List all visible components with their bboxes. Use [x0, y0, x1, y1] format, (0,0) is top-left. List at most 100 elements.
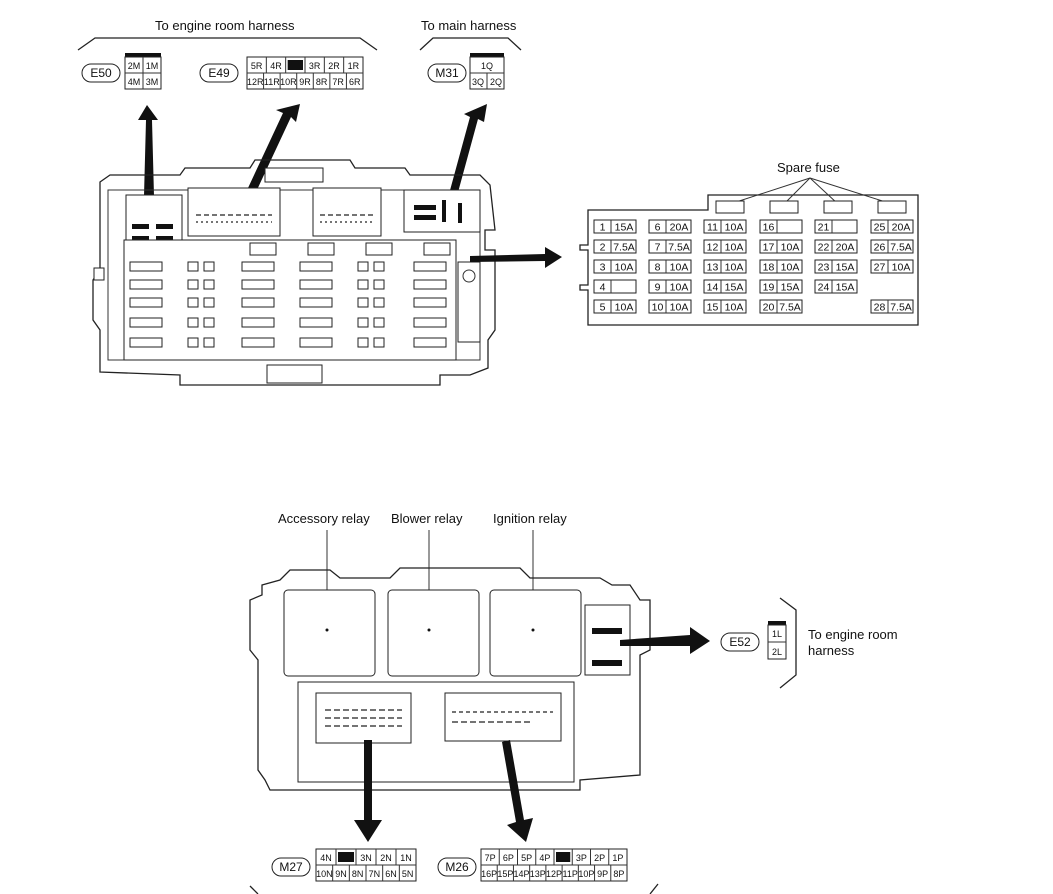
fuse-socket — [299, 317, 333, 328]
fuse-socket — [357, 279, 369, 290]
m27-blank — [338, 852, 354, 862]
fuse-slot — [648, 219, 692, 234]
fuse-rating: 20A — [670, 222, 689, 234]
fuse-slot — [648, 259, 692, 274]
m27-pin: 4N — [320, 853, 332, 863]
connector-M31-id: M31 — [435, 66, 459, 80]
fuse-rating: 7.5A — [779, 302, 801, 314]
fuse-socket — [373, 337, 385, 348]
connector-E49-id: E49 — [208, 66, 230, 80]
fuse-slot — [703, 279, 747, 294]
fuse-rating: 15A — [836, 282, 855, 294]
m26-pin: 13P — [530, 869, 546, 879]
m31-pin: 3Q — [472, 77, 484, 87]
fuse-number: 27 — [874, 262, 886, 274]
fuse-rating: 10A — [781, 262, 800, 274]
m26-pin: 11P — [563, 869, 578, 879]
fuse-slot — [814, 239, 858, 254]
m26-pin: 12P — [546, 869, 562, 879]
fuse-number: 12 — [707, 242, 719, 254]
m26-pin: 3P — [576, 853, 587, 863]
fuse-number: 7 — [655, 242, 661, 254]
m27-pin: 5N — [402, 869, 414, 879]
fuse-number: 14 — [707, 282, 719, 294]
fuse-rating: 10A — [725, 242, 744, 254]
fuse-number: 13 — [707, 262, 719, 274]
fuse-socket — [187, 261, 199, 272]
m31-pin: 2Q — [490, 77, 502, 87]
fuse-rating: 10A — [670, 282, 689, 294]
fuse-number: 26 — [874, 242, 886, 254]
fuse-socket — [241, 297, 275, 308]
fuse-socket — [357, 261, 369, 272]
fuse-slot — [703, 239, 747, 254]
m27-pin: 8N — [352, 869, 364, 879]
fuse-rating: 20A — [892, 222, 911, 234]
fuse-socket — [299, 261, 333, 272]
fuse-number: 15 — [707, 302, 719, 314]
fuse-number: 21 — [818, 222, 830, 234]
arrow-fuse-layout — [470, 247, 562, 268]
fuse-rating: 10A — [615, 262, 634, 274]
fuse-rating: 15A — [615, 222, 634, 234]
connector-E52: E52 1L 2L — [720, 621, 787, 660]
upper-fuse-block — [92, 159, 496, 386]
m27-pin: 2N — [380, 853, 392, 863]
fuse-number: 5 — [600, 302, 606, 314]
fuse-socket — [357, 317, 369, 328]
fuse-number: 20 — [763, 302, 775, 314]
fuse-rating: 10A — [725, 302, 744, 314]
fuse-socket — [357, 297, 369, 308]
fuse-socket — [413, 297, 447, 308]
e49-blank — [287, 60, 303, 70]
fuse-slot — [703, 259, 747, 274]
e49-pin: 1R — [348, 61, 360, 71]
accessory-relay-label: Accessory relay — [278, 511, 370, 526]
m31-pin: 1Q — [481, 61, 493, 71]
fuse-rating: 10A — [781, 242, 800, 254]
m26-pin: 5P — [521, 853, 532, 863]
m26-pin: 7P — [485, 853, 496, 863]
m27-pin: 10N — [316, 869, 333, 879]
connector-E50-id: E50 — [90, 66, 112, 80]
e52-pin: 1L — [772, 629, 782, 639]
arrow-m31 — [449, 104, 487, 196]
fuse-socket — [203, 261, 215, 272]
e50-pin: 4M — [128, 77, 141, 87]
fuse-rating: 7.5A — [668, 242, 690, 254]
m26-pin: 2P — [594, 853, 605, 863]
engine-bracket — [77, 37, 378, 51]
spare-socket — [307, 242, 335, 256]
fuse-slot — [814, 259, 858, 274]
fuse-socket — [413, 261, 447, 272]
fuse-rating: 20A — [836, 242, 855, 254]
m26-pin: 10P — [578, 869, 594, 879]
fuse-socket — [241, 261, 275, 272]
fuse-number: 17 — [763, 242, 775, 254]
fuse-slot — [870, 299, 914, 314]
fuse-slot — [593, 279, 637, 294]
e49-pin: 8R — [316, 77, 328, 87]
e50-pin: 1M — [146, 61, 159, 71]
m26-pin: 14P — [514, 869, 530, 879]
fuse-slot — [703, 299, 747, 314]
fuse-socket — [299, 337, 333, 348]
e50-pin: 3M — [146, 77, 159, 87]
spare-socket — [365, 242, 393, 256]
fuse-number: 18 — [763, 262, 775, 274]
fuse-number: 10 — [652, 302, 664, 314]
fuse-number: 28 — [874, 302, 886, 314]
blower-relay-label: Blower relay — [391, 511, 463, 526]
e49-pin: 12R — [247, 77, 264, 87]
bottom-bracket-left — [249, 885, 259, 894]
fuse-slot — [759, 279, 803, 294]
fuse-socket — [203, 297, 215, 308]
connector-M31: M31 1Q 3Q 2Q — [427, 53, 505, 90]
fuse-rating: 10A — [670, 262, 689, 274]
m27-pin: 6N — [385, 869, 397, 879]
fuse-number: 4 — [600, 282, 606, 294]
m26-pin: 16P — [481, 869, 497, 879]
